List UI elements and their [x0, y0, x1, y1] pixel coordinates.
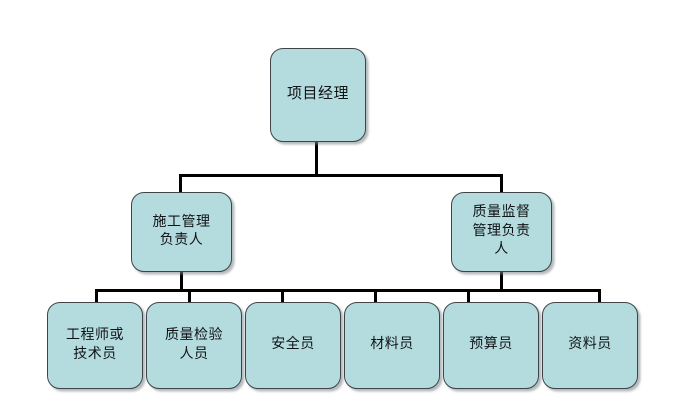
connector-drop-safety-officer — [281, 289, 284, 303]
node-label-quality-inspector: 质量检验 人员 — [165, 328, 223, 362]
node-label-materials-clerk: 材料员 — [370, 337, 414, 353]
node-label-project-manager: 项目经理 — [286, 86, 349, 103]
connector-drop-construction-management-lead — [179, 174, 182, 193]
connector-stem-construction-management-lead — [180, 272, 183, 291]
node-quality-inspector[interactable]: 质量检验 人员 — [146, 302, 242, 389]
connector-bus-level2 — [95, 289, 601, 292]
node-engineer-or-technician[interactable]: 工程师或 技术员 — [47, 302, 143, 389]
connector-drop-documentation-clerk — [598, 289, 601, 303]
connector-drop-engineer-or-technician — [95, 289, 98, 303]
connector-bus-level1 — [179, 174, 503, 177]
connector-stem-project-manager — [315, 142, 318, 176]
node-label-safety-officer: 安全员 — [271, 337, 315, 353]
node-quality-supervision-lead[interactable]: 质量监督 管理负责 人 — [451, 192, 552, 272]
connector-drop-quality-inspector — [188, 289, 191, 303]
node-label-construction-management-lead: 施工管理 负责人 — [152, 214, 211, 248]
node-label-budget-clerk: 预算员 — [469, 337, 513, 353]
node-documentation-clerk[interactable]: 资料员 — [542, 302, 638, 389]
connector-drop-quality-supervision-lead — [500, 174, 503, 193]
node-project-manager[interactable]: 项目经理 — [270, 48, 366, 142]
node-label-engineer-or-technician: 工程师或 技术员 — [66, 328, 124, 362]
node-construction-management-lead[interactable]: 施工管理 负责人 — [131, 192, 232, 272]
node-materials-clerk[interactable]: 材料员 — [344, 302, 440, 389]
connector-drop-materials-clerk — [374, 289, 377, 303]
connector-drop-budget-clerk — [467, 289, 470, 303]
node-label-quality-supervision-lead: 质量监督 管理负责 人 — [472, 205, 531, 258]
node-safety-officer[interactable]: 安全员 — [245, 302, 341, 389]
connector-stem-quality-supervision-lead — [500, 272, 503, 291]
node-budget-clerk[interactable]: 预算员 — [443, 302, 539, 389]
node-label-documentation-clerk: 资料员 — [568, 337, 612, 353]
